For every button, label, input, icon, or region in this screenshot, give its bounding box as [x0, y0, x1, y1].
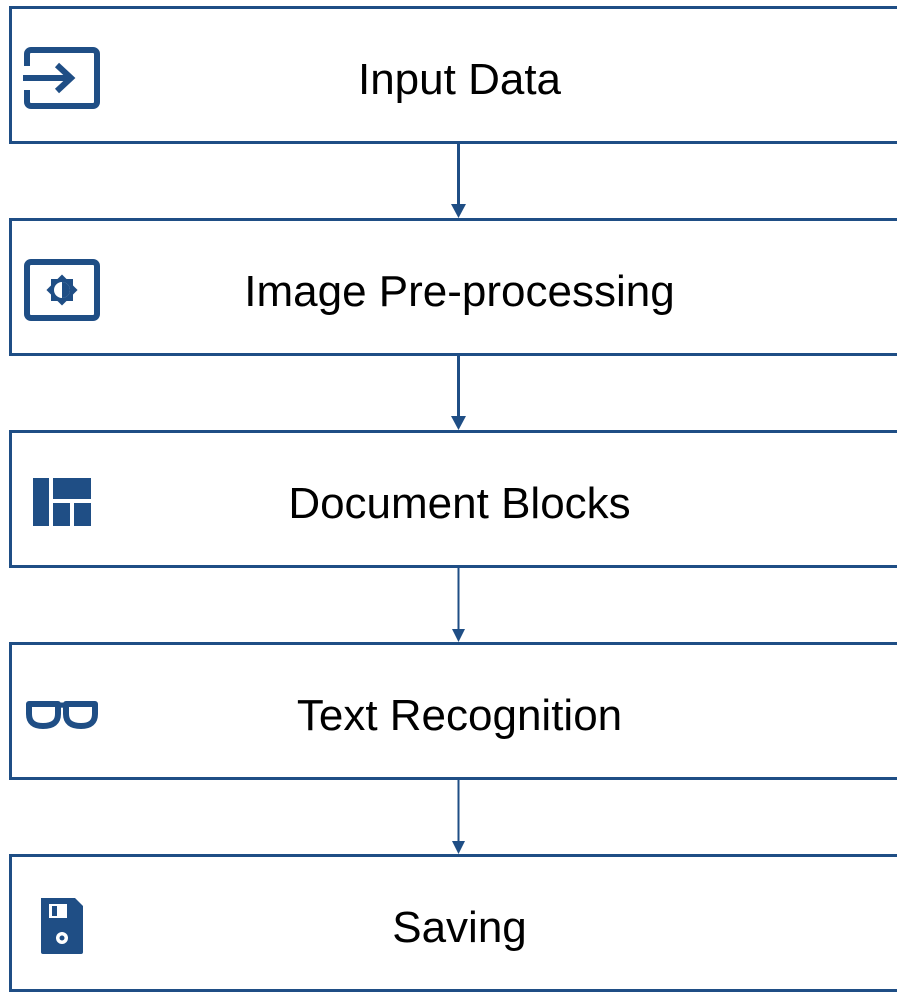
- step-label-saving: Saving: [392, 903, 527, 952]
- input-arrow-icon: [22, 45, 102, 111]
- step-image-preprocessing: Image Pre-processing: [9, 218, 897, 356]
- flow-arrow: [451, 144, 466, 218]
- step-label-document-blocks: Document Blocks: [288, 479, 631, 528]
- brightness-icon: [22, 257, 102, 323]
- eyeglasses-icon: [22, 681, 102, 747]
- step-input-data: Input Data: [9, 6, 897, 144]
- step-label-image-preprocessing: Image Pre-processing: [244, 267, 675, 316]
- flow-arrow: [452, 568, 465, 642]
- step-label-text-recognition: Text Recognition: [296, 691, 623, 740]
- step-document-blocks: Document Blocks: [9, 430, 897, 568]
- step-label-input-data: Input Data: [357, 55, 562, 104]
- step-saving: Saving: [9, 854, 897, 992]
- floppy-disk-icon: [22, 893, 102, 959]
- layout-blocks-icon: [22, 469, 102, 535]
- flow-arrow: [452, 780, 465, 854]
- flow-arrow: [451, 356, 466, 430]
- step-text-recognition: Text Recognition: [9, 642, 897, 780]
